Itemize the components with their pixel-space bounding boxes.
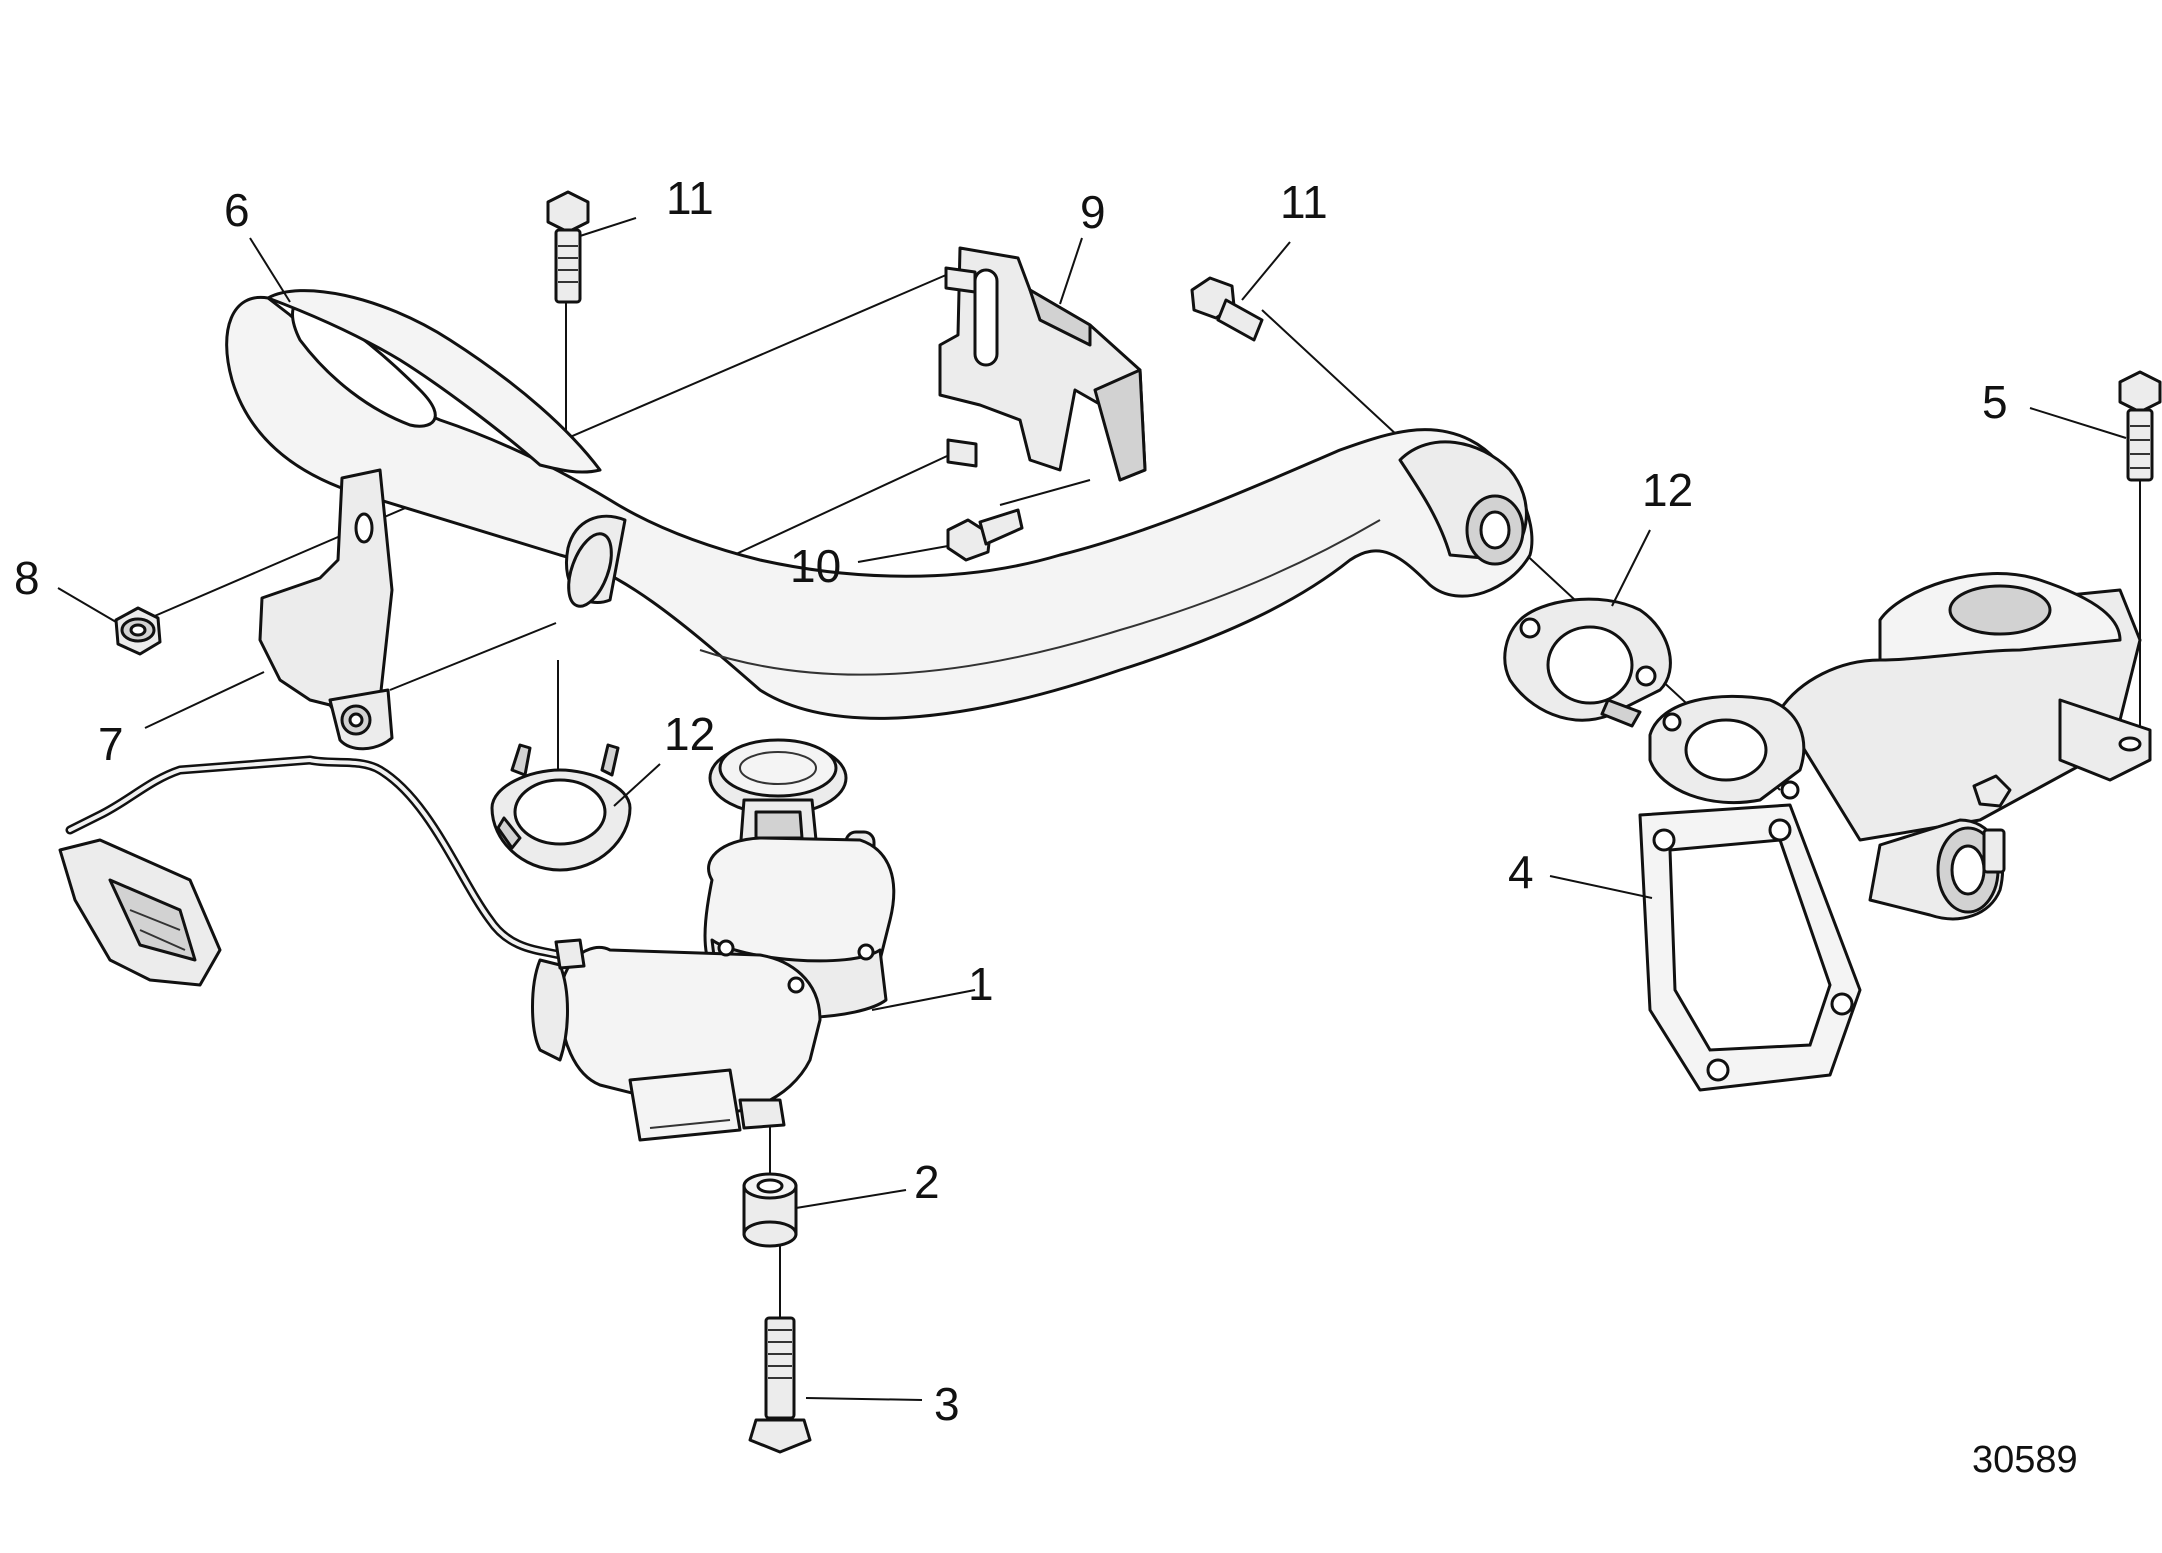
callout-8: 8: [14, 552, 40, 604]
coolant-pipe: [225, 289, 1534, 720]
callout-2: 2: [914, 1156, 940, 1208]
callout-1: 1: [968, 958, 994, 1010]
callout-10: 10: [790, 540, 841, 592]
mounting-bolt: [748, 1316, 812, 1454]
figure-number: 30589: [1972, 1439, 2078, 1481]
leader-lines: [57, 217, 2127, 1401]
mounting-bracket: [938, 246, 1147, 482]
callout-9: 9: [1080, 186, 1106, 238]
callout-12-top: 12: [1642, 464, 1693, 516]
clamp-ring: [490, 743, 632, 872]
callout-4: 4: [1508, 846, 1534, 898]
housing-bolt: [2118, 370, 2162, 482]
bracket-bolt: [946, 508, 1024, 562]
pipe-bolt-left: [546, 190, 590, 304]
thermostat-valve: [531, 738, 896, 1142]
callout-6: 6: [224, 184, 250, 236]
callout-7: 7: [98, 718, 124, 770]
callout-labels: 1 2 3 4 5 6 7 8 9 10 11 11 12 12 30589: [14, 172, 2078, 1481]
nut: [114, 606, 162, 656]
callout-12-bottom: 12: [664, 708, 715, 760]
gasket-upper: [1503, 597, 1672, 728]
callout-11-left: 11: [666, 172, 714, 224]
sensor-wire-harness: [58, 755, 586, 987]
spacer-sleeve: [742, 1172, 798, 1248]
pipe-bracket: [258, 468, 394, 751]
callout-5: 5: [1982, 376, 2008, 428]
callout-3: 3: [934, 1378, 960, 1430]
outlet-housing: [1638, 572, 2152, 1092]
pipe-bolt-right: [1190, 276, 1264, 342]
callout-11-right: 11: [1280, 176, 1328, 228]
